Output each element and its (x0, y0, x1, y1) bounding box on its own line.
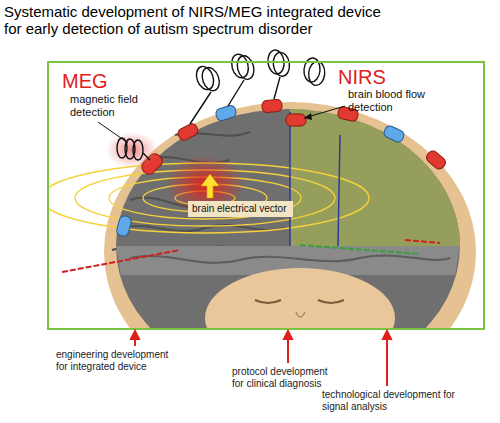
annotation: engineering development for integrated d… (56, 349, 182, 372)
leader-line (98, 122, 128, 143)
meg-glow (106, 132, 158, 168)
annotation: magnetic field detection (70, 93, 154, 118)
vector-label-box: brain electrical vector (188, 201, 293, 217)
leader-head (304, 113, 312, 120)
method-name: NIRS (338, 66, 398, 89)
title: Systematic development of NIRS/MEG integ… (4, 3, 396, 38)
green-frame (48, 62, 484, 329)
method-name: MEG (62, 70, 122, 93)
box-text: brain electrical vector (192, 203, 286, 215)
coils (117, 48, 326, 160)
annotation: technological development for signal ana… (322, 389, 460, 412)
annotation: brain blood flow detection (348, 88, 458, 113)
sensors (116, 99, 448, 237)
annotation: protocol development for clinical diagno… (232, 366, 342, 389)
head-figure (48, 62, 484, 329)
